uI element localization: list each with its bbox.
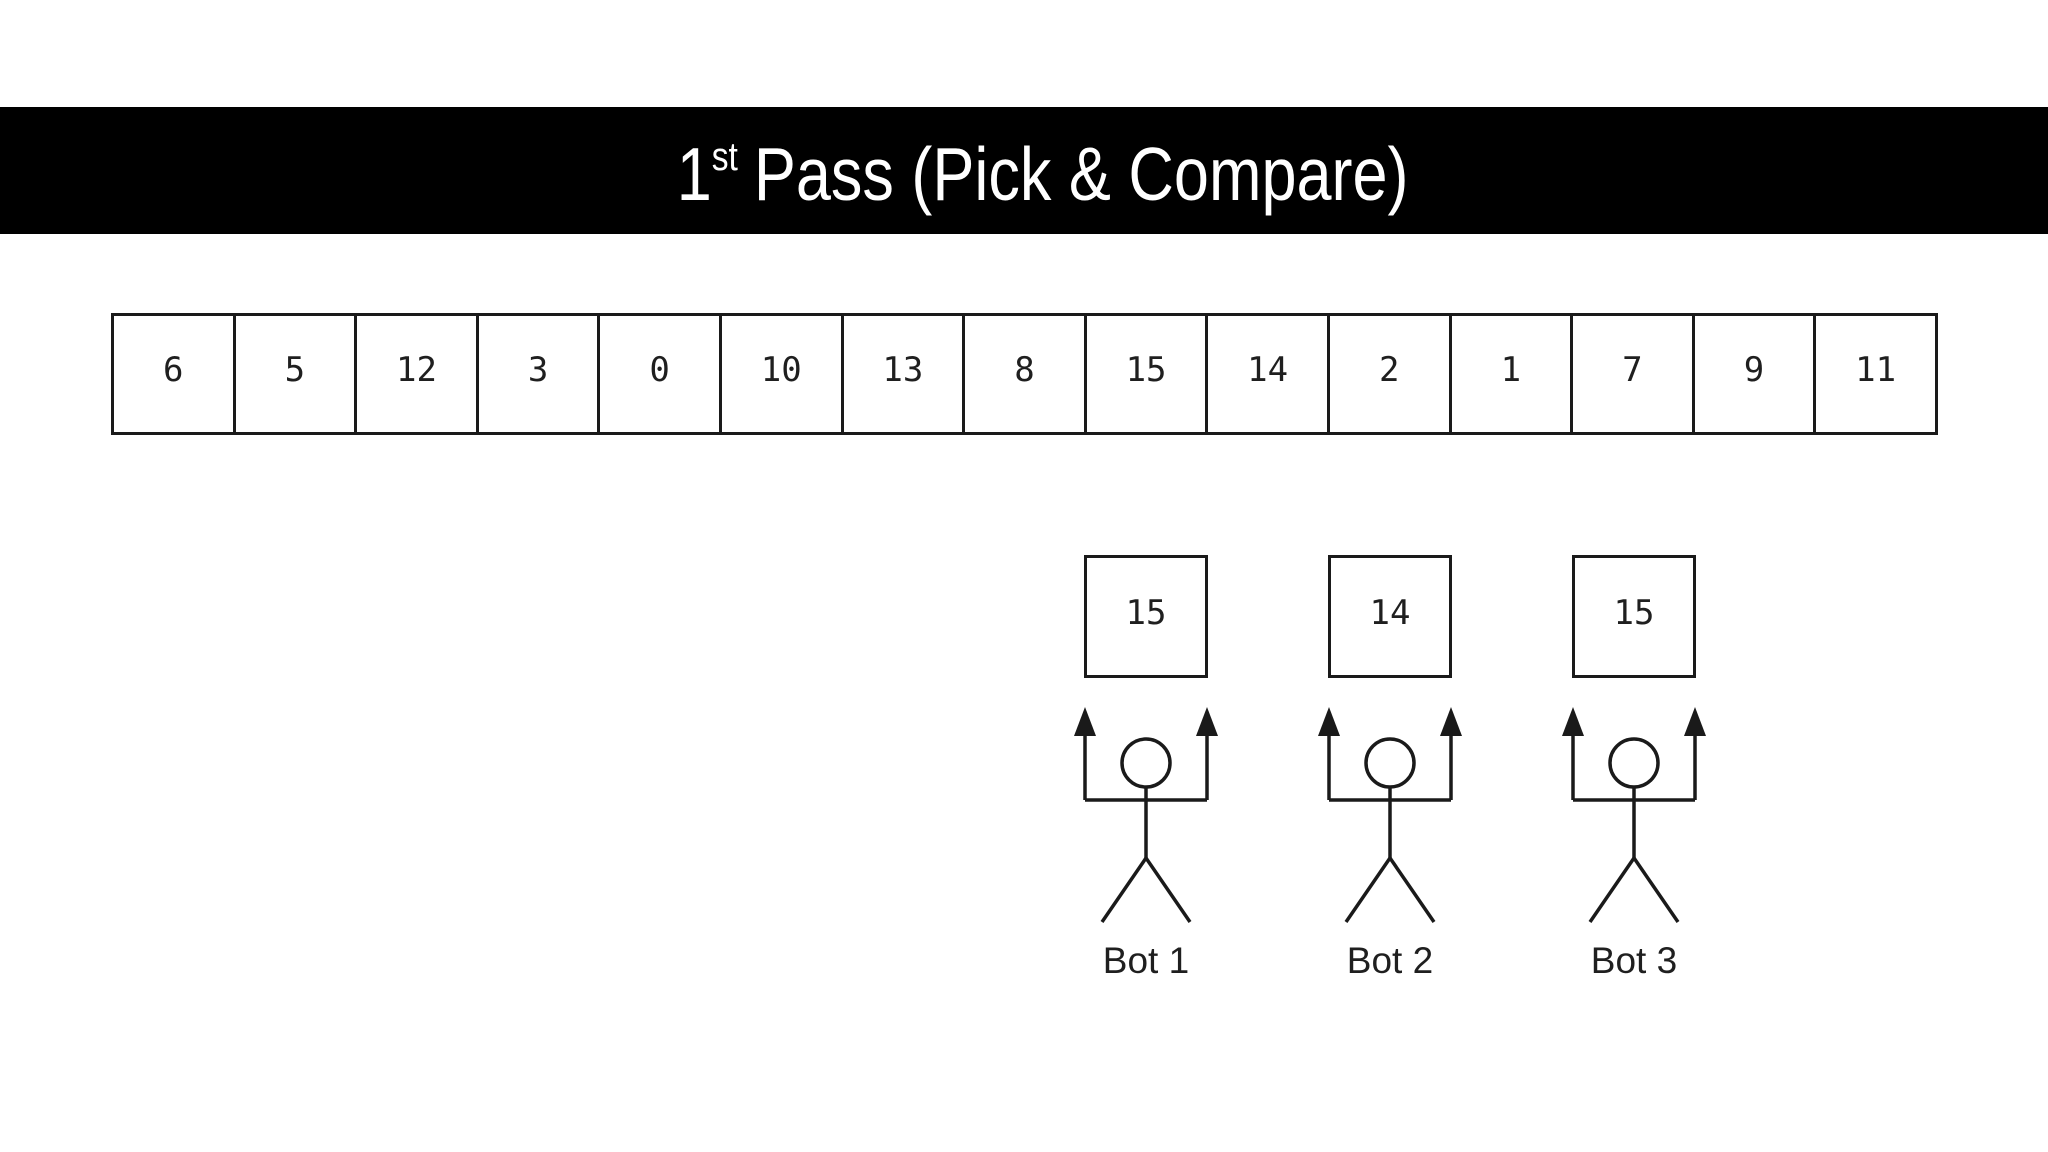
- array-cell-value: 11: [1855, 350, 1897, 390]
- array-cell: 15: [1083, 316, 1206, 432]
- held-value: 15: [1125, 592, 1167, 633]
- bot-label: Bot 3: [1590, 940, 1678, 981]
- bot-label: Bot 1: [1102, 940, 1190, 981]
- stick-figure-icon: [1318, 707, 1462, 923]
- array-cell: 14: [1205, 316, 1327, 432]
- array-cell-value: 1: [1500, 350, 1522, 390]
- held-value-box: 15: [1084, 555, 1208, 678]
- array-cell-value: 8: [1014, 350, 1035, 390]
- array-cell: 3: [475, 316, 598, 432]
- bot-label: Bot 2: [1346, 940, 1434, 981]
- array-cell: 8: [962, 316, 1084, 432]
- array-cell-value: 10: [760, 350, 802, 390]
- array-cell-value: 15: [1125, 350, 1167, 390]
- arrow-up-icon: [1318, 707, 1340, 736]
- array-cell: 1: [1448, 316, 1571, 432]
- title-text: Pass (Pick & Compare): [754, 131, 1409, 216]
- title-number: 1: [677, 131, 713, 216]
- array-cell-value: 6: [163, 350, 184, 390]
- array-cell-value: 14: [1247, 350, 1289, 390]
- bot-group-1: 15 Bot 1: [1046, 555, 1246, 995]
- bot-group-2: 14 Bot 2: [1290, 555, 1490, 995]
- array-cell: 2: [1326, 316, 1449, 432]
- held-value: 14: [1369, 592, 1411, 633]
- held-value: 15: [1613, 592, 1655, 633]
- bot-group-3: 15 Bot 3: [1534, 555, 1734, 995]
- array-cell: 6: [114, 316, 233, 432]
- array-cell-value: 0: [649, 350, 670, 390]
- stick-figure-icon: [1074, 707, 1218, 923]
- arrow-up-icon: [1196, 707, 1218, 736]
- array-cell-value: 3: [527, 350, 549, 390]
- title-ordinal-suffix: st: [712, 134, 739, 179]
- head-circle: [1364, 737, 1416, 789]
- head-circle: [1120, 737, 1172, 789]
- array-cell: 11: [1813, 316, 1935, 432]
- array-cell: 10: [718, 316, 841, 432]
- arrow-up-icon: [1684, 707, 1706, 736]
- arrow-up-icon: [1562, 707, 1584, 736]
- held-value-box: 14: [1328, 555, 1452, 678]
- array-cell: 5: [232, 316, 355, 432]
- array-cell: 7: [1570, 316, 1692, 432]
- held-value-box: 15: [1572, 555, 1696, 678]
- number-array: 6 5 12 3 0 10 13 8 15 14 2 1 7 9 11: [111, 313, 1938, 435]
- array-cell-value: 12: [396, 350, 437, 390]
- array-cell-value: 9: [1743, 350, 1765, 390]
- head-circle: [1608, 737, 1660, 789]
- title-banner: 1st Pass (Pick & Compare): [0, 107, 2048, 234]
- array-cell: 13: [840, 316, 963, 432]
- array-cell: 0: [597, 316, 719, 432]
- array-cell-value: 13: [882, 350, 924, 390]
- arrow-up-icon: [1074, 707, 1096, 736]
- array-cell-value: 5: [284, 350, 306, 390]
- arrow-up-icon: [1440, 707, 1462, 736]
- array-cell-value: 2: [1378, 350, 1400, 390]
- array-cell: 12: [354, 316, 476, 432]
- stick-figure-icon: [1562, 707, 1706, 923]
- array-cell: 9: [1691, 316, 1814, 432]
- array-cell-value: 7: [1622, 350, 1643, 390]
